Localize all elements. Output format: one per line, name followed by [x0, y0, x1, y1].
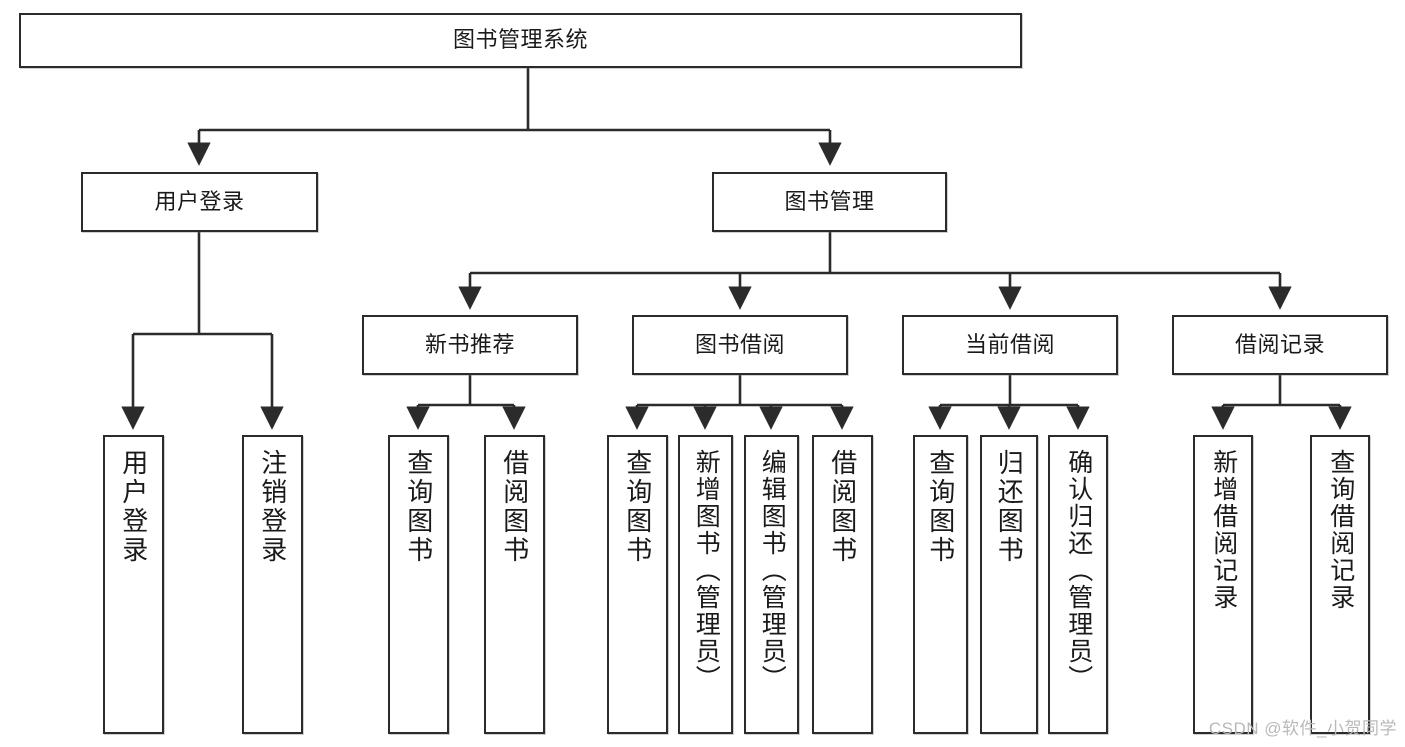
watermark: CSDN @软件_小贺同学: [1208, 719, 1397, 738]
node-leaf-return-book[interactable]: 归还图书: [980, 435, 1038, 734]
node-leaf-borrow-book-1-label: 借阅图书: [499, 449, 530, 565]
node-leaf-logout[interactable]: 注销登录: [242, 435, 303, 734]
node-leaf-add-record-label: 新增借阅记录: [1209, 449, 1238, 611]
node-user-login-label: 用户登录: [154, 188, 245, 214]
node-current-borrow[interactable]: 当前借阅: [902, 315, 1118, 375]
node-leaf-add-record[interactable]: 新增借阅记录: [1193, 435, 1253, 734]
node-leaf-query-record-label: 查询借阅记录: [1326, 449, 1355, 611]
node-leaf-query-book-3-label: 查询图书: [925, 449, 956, 565]
node-book-borrow-label: 图书借阅: [694, 331, 785, 357]
node-leaf-confirm-return-label: 确认归还（管理员）: [1064, 449, 1093, 692]
node-new-book-rec[interactable]: 新书推荐: [362, 315, 578, 375]
node-leaf-edit-book-label: 编辑图书（管理员）: [758, 449, 787, 692]
node-leaf-edit-book[interactable]: 编辑图书（管理员）: [744, 435, 799, 734]
node-leaf-query-record[interactable]: 查询借阅记录: [1310, 435, 1370, 734]
node-leaf-user-login-label: 用户登录: [118, 449, 149, 565]
node-borrow-record[interactable]: 借阅记录: [1172, 315, 1388, 375]
node-new-book-rec-label: 新书推荐: [424, 331, 515, 357]
node-book-manage-label: 图书管理: [784, 188, 875, 214]
node-leaf-borrow-book-2-label: 借阅图书: [827, 449, 858, 565]
node-leaf-query-book-2[interactable]: 查询图书: [607, 435, 668, 734]
node-leaf-query-book-1[interactable]: 查询图书: [388, 435, 449, 734]
node-leaf-borrow-book-2[interactable]: 借阅图书: [812, 435, 873, 734]
node-leaf-query-book-1-label: 查询图书: [403, 449, 434, 565]
node-current-borrow-label: 当前借阅: [964, 331, 1055, 357]
node-leaf-return-book-label: 归还图书: [994, 449, 1025, 565]
node-root[interactable]: 图书管理系统: [19, 13, 1022, 68]
node-leaf-logout-label: 注销登录: [257, 449, 288, 565]
node-leaf-query-book-2-label: 查询图书: [622, 449, 653, 565]
node-book-manage[interactable]: 图书管理: [712, 172, 947, 232]
node-leaf-borrow-book-1[interactable]: 借阅图书: [484, 435, 545, 734]
node-leaf-add-book-label: 新增图书（管理员）: [692, 449, 721, 692]
node-user-login[interactable]: 用户登录: [81, 172, 318, 232]
node-leaf-query-book-3[interactable]: 查询图书: [913, 435, 968, 734]
node-root-label: 图书管理系统: [452, 27, 588, 53]
node-borrow-record-label: 借阅记录: [1234, 331, 1325, 357]
node-book-borrow[interactable]: 图书借阅: [632, 315, 848, 375]
node-leaf-add-book[interactable]: 新增图书（管理员）: [678, 435, 733, 734]
node-leaf-confirm-return[interactable]: 确认归还（管理员）: [1048, 435, 1108, 734]
node-leaf-user-login[interactable]: 用户登录: [103, 435, 164, 734]
